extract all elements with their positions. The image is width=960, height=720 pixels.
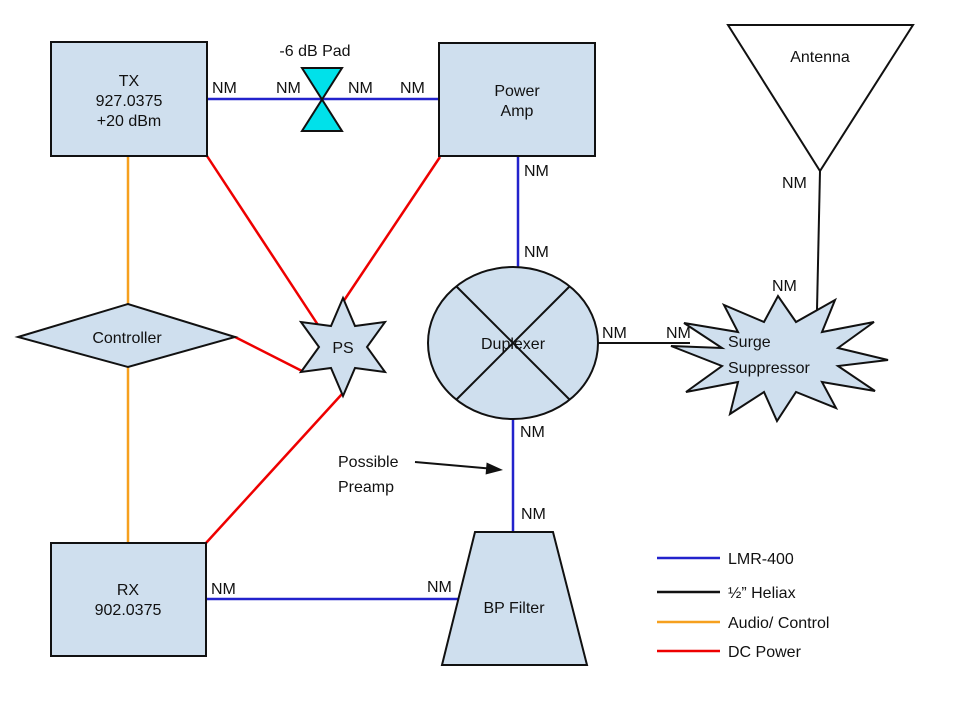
legend-label-heliax: ½” Heliax bbox=[728, 585, 796, 602]
nm-label: NM bbox=[520, 424, 545, 441]
preamp-annotation-line2: Preamp bbox=[338, 479, 394, 496]
tx-box bbox=[50, 41, 208, 157]
legend-label-audio-control: Audio/ Control bbox=[728, 615, 829, 632]
preamp-arrow-head bbox=[485, 462, 503, 475]
preamp-arrow-shaft bbox=[414, 461, 490, 470]
surge-suppressor-burst bbox=[670, 294, 889, 424]
cable-dc-controller-to-ps bbox=[234, 335, 303, 373]
cable-dc-tx-to-ps bbox=[205, 155, 322, 329]
bp-filter-trapezoid bbox=[440, 531, 589, 666]
rx-label-line1: RX bbox=[117, 582, 140, 599]
pad-label: -6 dB Pad bbox=[279, 43, 350, 60]
nm-label: NM bbox=[400, 80, 425, 97]
antenna-shape bbox=[726, 24, 915, 173]
antenna-label: Antenna bbox=[790, 49, 850, 66]
cable-antenna-to-surge bbox=[816, 170, 821, 311]
power-amp-label-line1: Power bbox=[494, 83, 540, 100]
cable-dc-ps-to-rx bbox=[205, 393, 343, 544]
controller-label: Controller bbox=[92, 330, 162, 347]
nm-label: NM bbox=[521, 506, 546, 523]
nm-label: NM bbox=[782, 175, 807, 192]
surge-label-line2: Suppressor bbox=[728, 360, 810, 377]
preamp-annotation-line1: Possible bbox=[338, 454, 399, 471]
tx-label-line2: 927.0375 bbox=[96, 93, 163, 110]
nm-label: NM bbox=[212, 80, 237, 97]
nm-label: NM bbox=[772, 278, 797, 295]
tx-label-line3: +20 dBm bbox=[97, 113, 161, 130]
controller-diamond bbox=[14, 302, 239, 369]
nm-label: NM bbox=[276, 80, 301, 97]
rx-label-line2: 902.0375 bbox=[95, 602, 162, 619]
nm-label: NM bbox=[602, 325, 627, 342]
tx-label-line1: TX bbox=[119, 73, 140, 90]
duplexer-cross-line bbox=[455, 285, 571, 401]
ps-label: PS bbox=[332, 340, 353, 357]
nm-label: NM bbox=[666, 325, 691, 342]
legend: LMR-400 ½” Heliax Audio/ Control DC Powe… bbox=[657, 551, 829, 661]
pad-bowtie-bottom bbox=[300, 97, 344, 132]
legend-label-dc-power: DC Power bbox=[728, 644, 802, 661]
legend-label-lmr400: LMR-400 bbox=[728, 551, 794, 568]
rx-box bbox=[50, 542, 207, 657]
pad-bowtie-top bbox=[300, 67, 344, 102]
nm-label: NM bbox=[524, 244, 549, 261]
power-amp-box bbox=[438, 42, 596, 157]
power-amp-label-line2: Amp bbox=[501, 103, 534, 120]
nm-label: NM bbox=[348, 80, 373, 97]
cable-dc-poweramp-to-ps bbox=[341, 156, 442, 303]
bp-filter-label: BP Filter bbox=[483, 600, 545, 617]
ps-star bbox=[298, 295, 388, 399]
surge-label-line1: Surge bbox=[728, 334, 771, 351]
duplexer-label: Duplexer bbox=[481, 336, 546, 353]
nm-label: NM bbox=[211, 581, 236, 598]
nm-label: NM bbox=[427, 579, 452, 596]
nm-label: NM bbox=[524, 163, 549, 180]
